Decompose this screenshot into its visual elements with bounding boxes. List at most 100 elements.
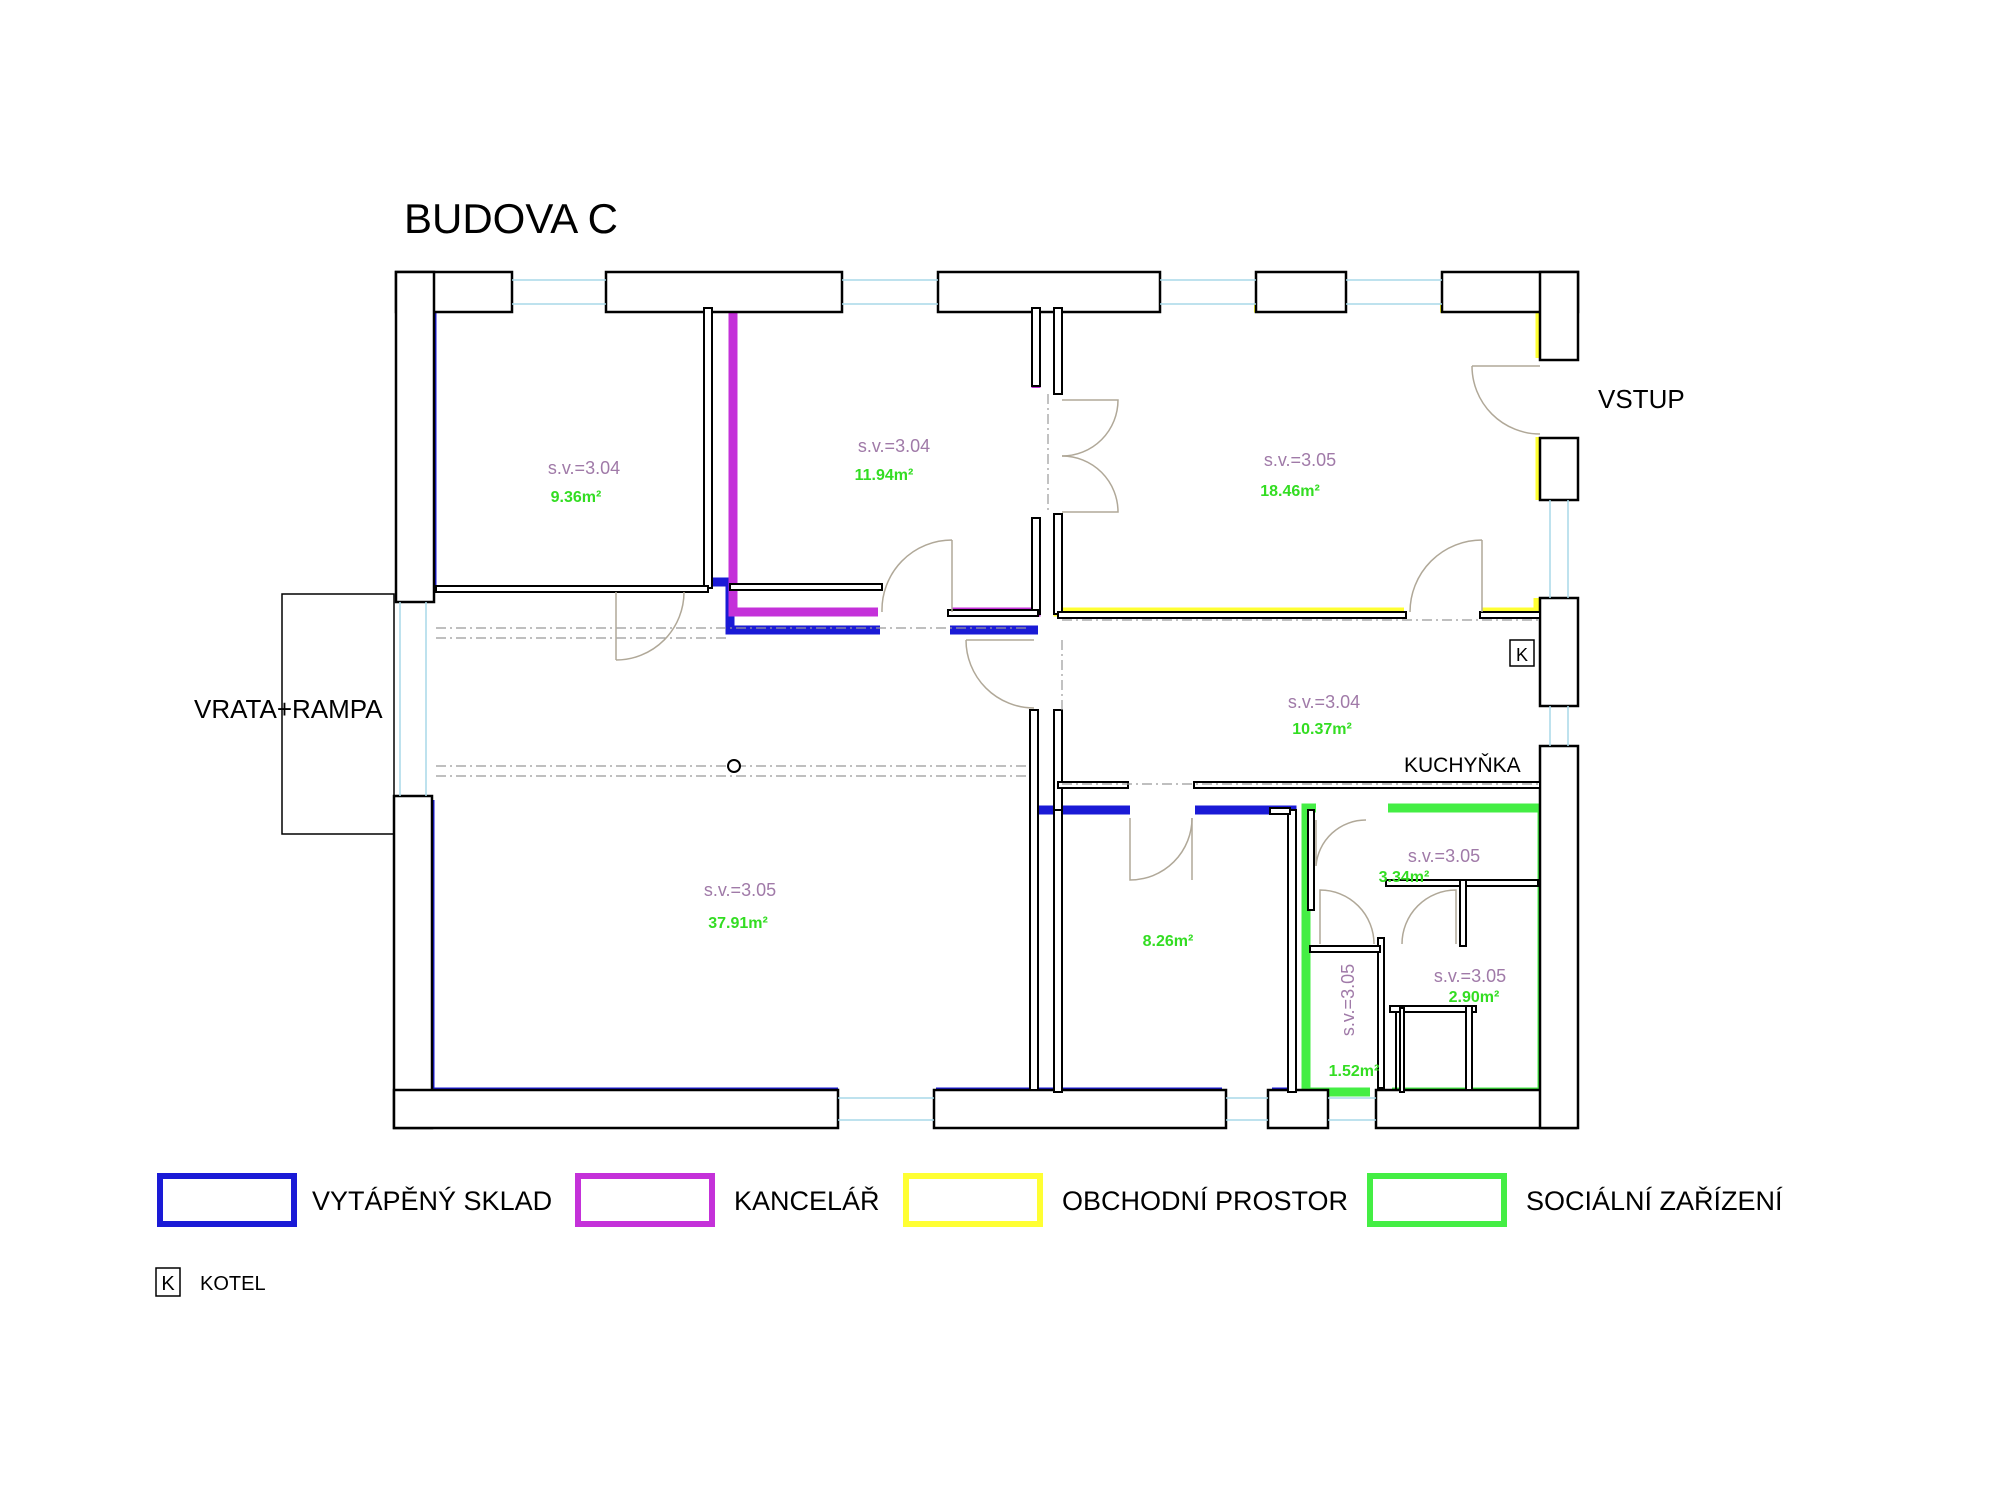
- wall-int-8: [1029, 709, 1039, 1091]
- gate-label: VRATA+RAMPA: [194, 694, 383, 724]
- wall-right-1: [1538, 270, 1580, 362]
- doors: [615, 365, 1541, 945]
- legend-swatch-office: [575, 1173, 715, 1227]
- legend-swatch-retail: [903, 1173, 1043, 1227]
- zone-retail-outline-e: [1440, 303, 1545, 358]
- wall-int-19: [1395, 1011, 1471, 1091]
- wc2-height: s.v.=3.05: [1434, 966, 1506, 986]
- door-double-right-a: [1061, 399, 1119, 457]
- wall-bottom-2: [932, 1088, 1228, 1130]
- wall-int-24: [729, 583, 883, 591]
- legend-label-retail: OBCHODNÍ PROSTOR: [1062, 1186, 1348, 1216]
- zone-heated-storage-room1b: [608, 303, 880, 635]
- legend-label-office: KANCELÁŘ: [734, 1185, 880, 1216]
- zone-office-outline: [728, 303, 878, 617]
- wall-int-5: [1053, 513, 1063, 615]
- wall-int-2: [1031, 307, 1041, 387]
- room2-area: 11.94m²: [855, 467, 914, 484]
- wall-int-16: [1459, 879, 1467, 947]
- legend-boiler-label: KOTEL: [200, 1273, 266, 1295]
- legend: VYTÁPĚNÝ SKLAD KANCELÁŘ OBCHODNÍ PROSTOR…: [155, 1173, 1783, 1297]
- wall-int-4: [1053, 307, 1063, 395]
- gate-ramp-box: [281, 593, 395, 835]
- wall-int-20: [1389, 1005, 1477, 1013]
- building-title: BUDOVA C: [404, 195, 618, 242]
- legend-boiler-symbol: K: [161, 1273, 175, 1295]
- legend-label-sanitary: SOCIÁLNÍ ZAŘÍZENÍ: [1526, 1185, 1783, 1216]
- wall-int-23: [435, 585, 709, 593]
- zone-heated-storage-store-b: [1195, 805, 1297, 1097]
- wall-bottom-1: [392, 1088, 840, 1130]
- hall-area: 37.91m²: [708, 915, 768, 932]
- wall-int-12: [1193, 781, 1541, 789]
- store-area: 8.26m²: [1143, 933, 1194, 950]
- wall-int-21: [1465, 1005, 1473, 1091]
- door-double-right-b: [1061, 455, 1119, 513]
- door-room2: [881, 539, 953, 613]
- wall-right-2: [1538, 436, 1580, 502]
- entrance-label: VSTUP: [1598, 384, 1685, 414]
- wall-right-3: [1538, 596, 1580, 708]
- zone-retail-outline-c: [1482, 598, 1543, 617]
- wall-int-3: [1031, 517, 1041, 615]
- kitchen-height: s.v.=3.04: [1288, 692, 1360, 712]
- door-store: [1129, 817, 1193, 881]
- kitchen-label: KUCHYŇKA: [1404, 754, 1521, 777]
- wall-int-22: [1399, 1007, 1405, 1093]
- column-point: [727, 759, 741, 773]
- room3-area: 18.46m²: [1260, 483, 1320, 500]
- boiler-symbol: K: [1516, 645, 1528, 665]
- door-wc-a: [1315, 819, 1367, 867]
- wc3-height: s.v.=3.05: [1338, 964, 1358, 1036]
- wall-int-1: [703, 307, 713, 589]
- legend-swatch-heated-storage: [157, 1173, 297, 1227]
- door-room1-hall: [615, 591, 685, 661]
- wall-int-18: [1309, 945, 1381, 953]
- walls: [392, 270, 1580, 1130]
- door-wc-b: [1319, 889, 1375, 945]
- room1-area: 9.36m²: [551, 489, 602, 506]
- wall-int-10: [1053, 809, 1063, 1093]
- wall-int-13: [1287, 809, 1297, 1093]
- zone-heated-storage-hall-b: [425, 800, 838, 1097]
- dashed-lines: [436, 394, 1540, 785]
- wc2-area: 2.90m²: [1449, 989, 1500, 1006]
- wc3-area: 1.52m²: [1329, 1063, 1380, 1080]
- kitchen-area: 10.37m²: [1292, 721, 1352, 738]
- wall-int-14: [1307, 809, 1315, 911]
- wall-bottom-3: [1266, 1088, 1330, 1130]
- wall-left-upper: [394, 270, 436, 604]
- zone-retail-outline-b: [1053, 515, 1404, 617]
- zone-retail-outline: [1053, 303, 1160, 394]
- zone-heated-storage-room1: [427, 303, 512, 587]
- wall-int-26: [1269, 807, 1291, 815]
- wall-int-17: [1377, 937, 1385, 1089]
- room1-height: s.v.=3.04: [548, 458, 620, 478]
- wc1-area: 3.34m²: [1379, 869, 1430, 886]
- wall-top-2: [604, 270, 844, 314]
- wall-left-lower: [392, 794, 434, 1130]
- windows: [399, 279, 1569, 1121]
- wall-top-3: [936, 270, 1162, 314]
- hall-height: s.v.=3.05: [704, 880, 776, 900]
- wall-top-4: [1254, 270, 1348, 314]
- wc1-height: s.v.=3.05: [1408, 846, 1480, 866]
- interior-walls: [435, 307, 1541, 1093]
- zone-outlines: [425, 303, 1547, 1097]
- room3-height: s.v.=3.05: [1264, 450, 1336, 470]
- legend-boiler-box: [155, 1267, 181, 1297]
- wall-int-7: [1479, 611, 1541, 619]
- door-kitchen: [965, 639, 1035, 709]
- zone-sanitary-outline: [1301, 803, 1370, 1097]
- boiler-symbol-box: [1509, 639, 1535, 667]
- wall-int-25: [947, 609, 1039, 617]
- legend-swatch-sanitary: [1367, 1173, 1507, 1227]
- legend-label-heated-storage: VYTÁPĚNÝ SKLAD: [312, 1185, 552, 1216]
- room2-height: s.v.=3.04: [858, 436, 930, 456]
- wall-int-11: [1057, 781, 1129, 789]
- door-entrance: [1471, 365, 1541, 435]
- door-wc-c: [1401, 889, 1457, 945]
- wall-int-9: [1053, 709, 1063, 811]
- wall-right-4: [1538, 744, 1580, 1130]
